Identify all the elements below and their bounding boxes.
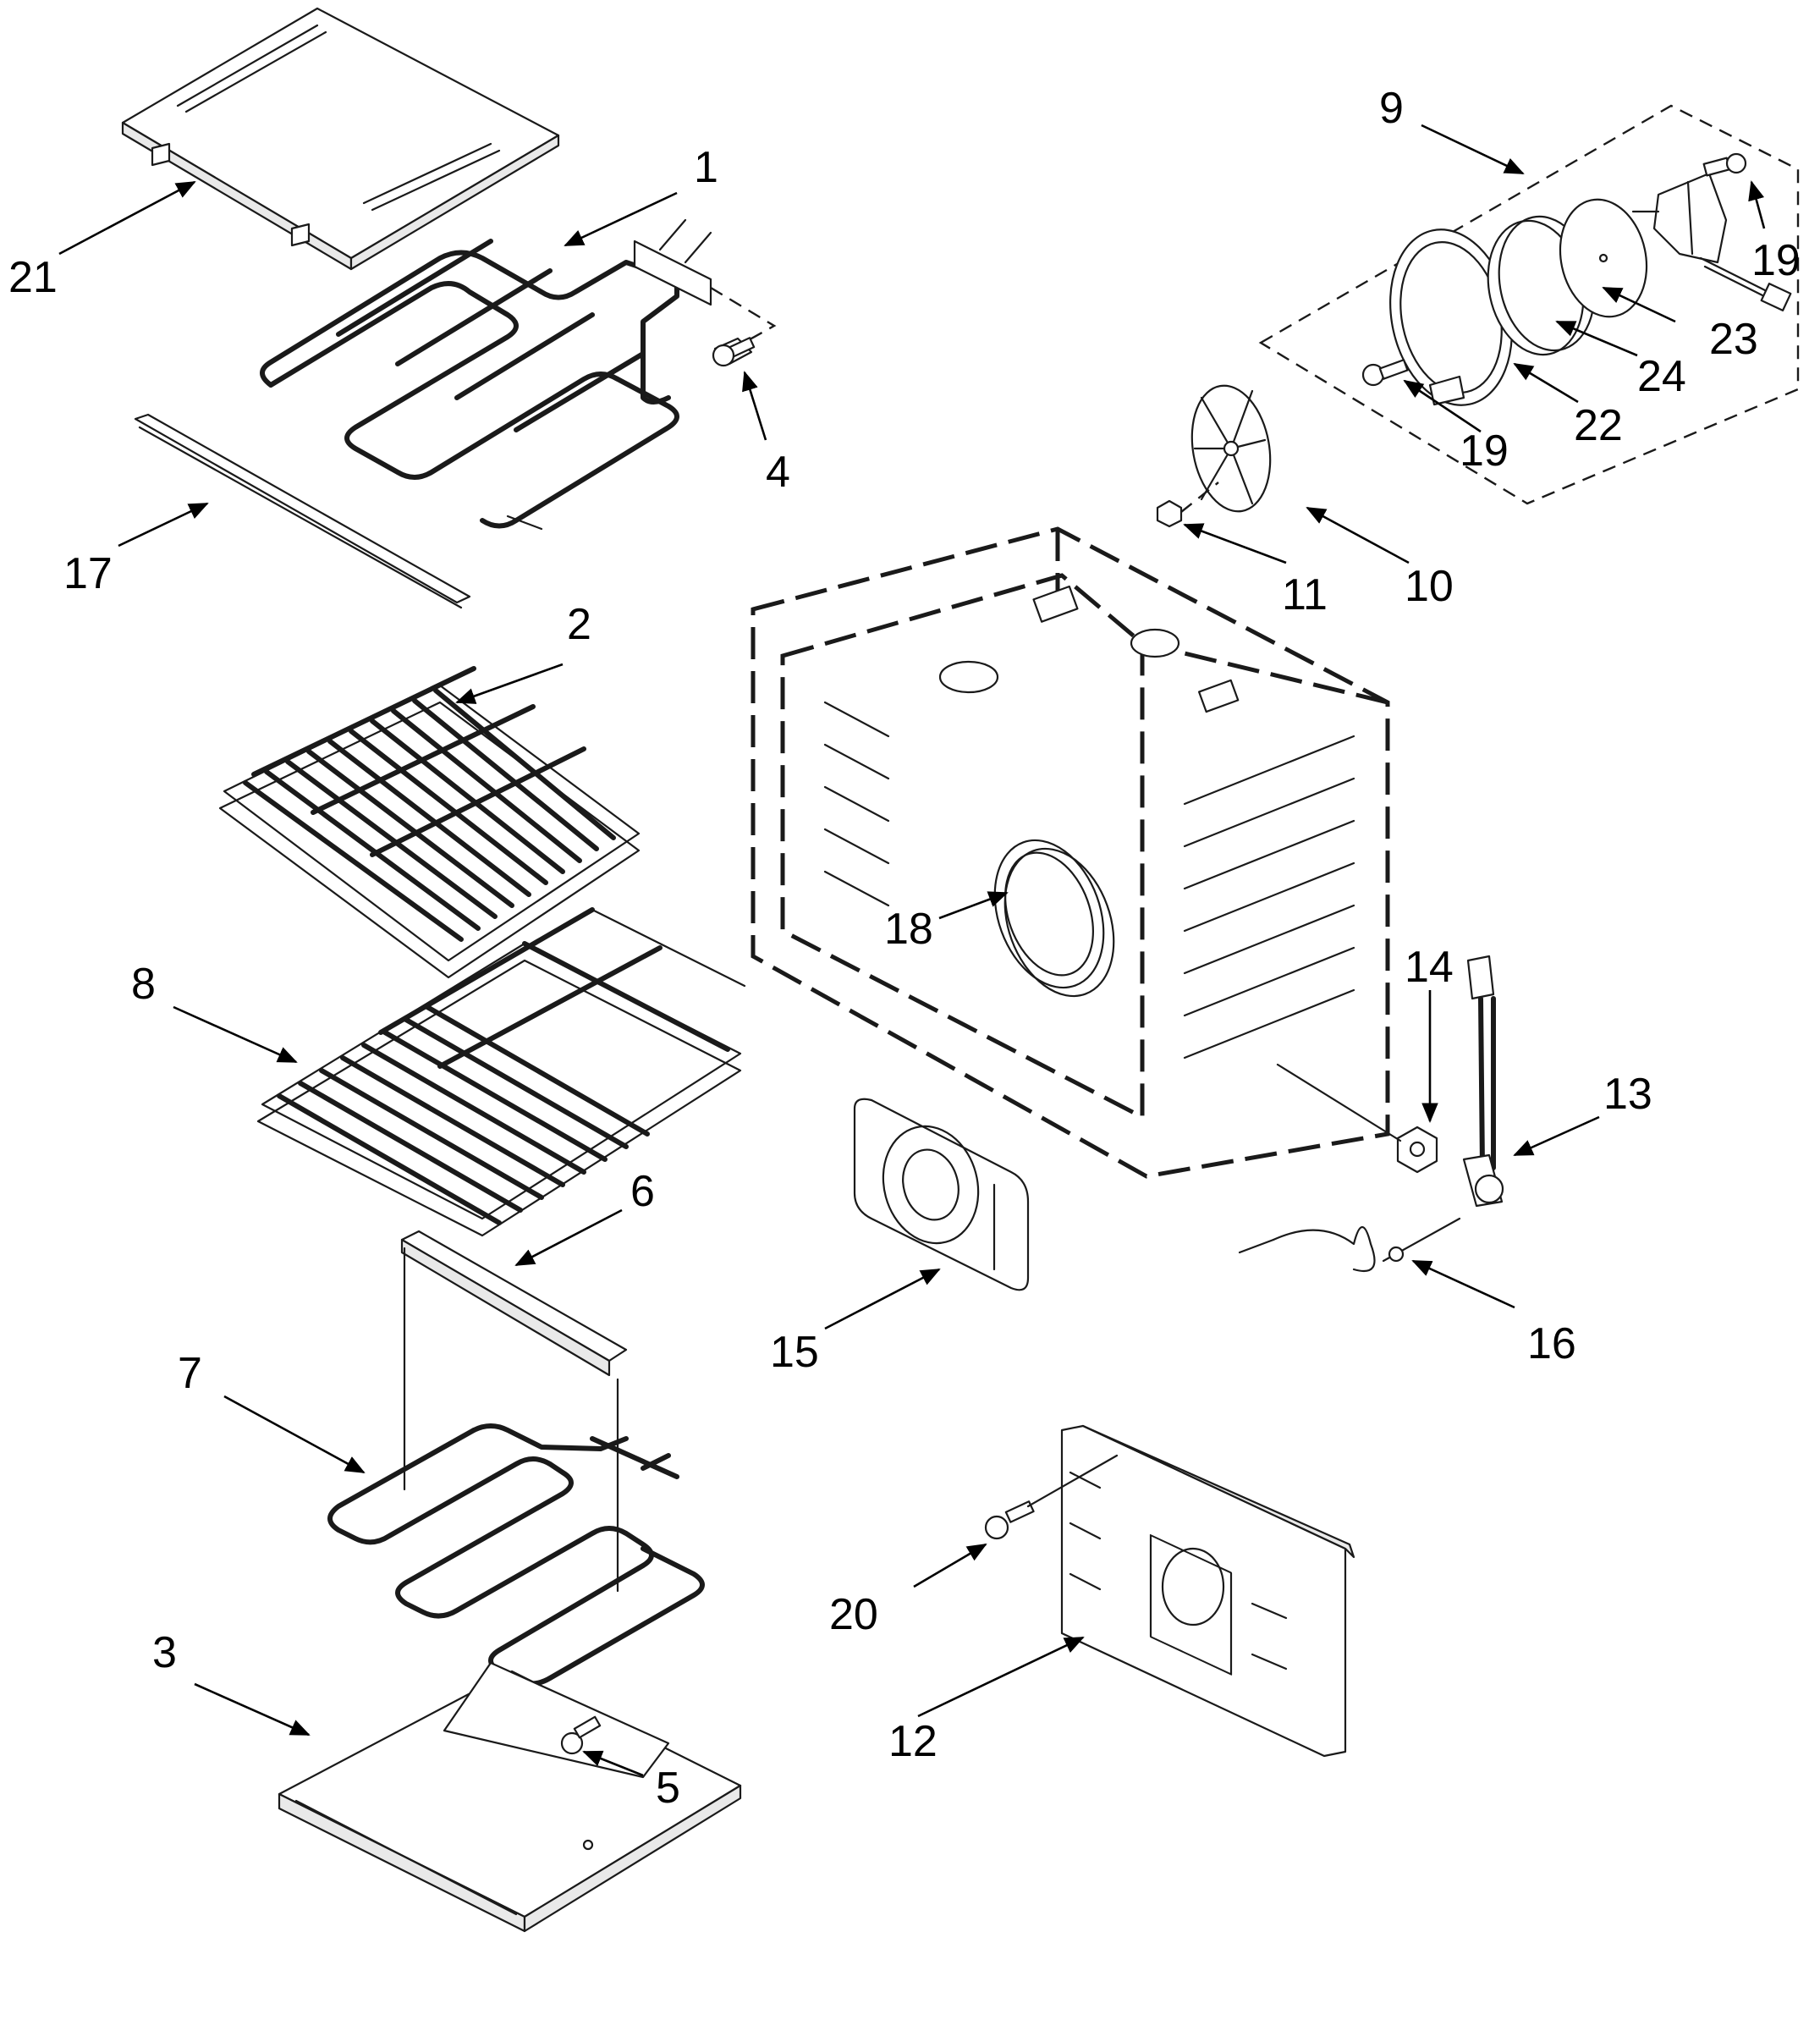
callout-9: 9 — [1379, 84, 1404, 133]
part-4-screw[interactable] — [712, 337, 756, 367]
callout-2: 2 — [567, 600, 591, 649]
part-17-bracket[interactable] — [134, 413, 471, 609]
callout-8: 8 — [131, 960, 156, 1009]
part-20-screw[interactable] — [984, 1454, 1119, 1540]
part-1-broil-element[interactable] — [260, 218, 712, 531]
part-11-nut[interactable] — [1156, 482, 1219, 528]
part-3-bottom-panel[interactable] — [278, 1661, 742, 1933]
leader-lines — [58, 124, 1766, 1777]
part-19-screw-lower[interactable] — [1361, 359, 1409, 387]
part-18-convection-ring[interactable] — [976, 825, 1133, 1011]
callout-10: 10 — [1405, 562, 1454, 611]
callout-11: 11 — [1282, 570, 1328, 619]
part-22-mount-plate[interactable] — [1375, 218, 1528, 417]
part-23-insulation-disc[interactable] — [1550, 191, 1658, 325]
part-8-rollout-rack[interactable] — [256, 907, 746, 1237]
callout-16: 16 — [1527, 1319, 1576, 1368]
callout-17: 17 — [63, 549, 113, 598]
callout-3: 3 — [152, 1628, 177, 1677]
callout-12: 12 — [888, 1717, 937, 1766]
callout-19-lower: 19 — [1460, 427, 1509, 476]
callout-4: 4 — [766, 448, 790, 497]
callout-1: 1 — [694, 143, 718, 192]
part-16-sensor-probe[interactable] — [1238, 1217, 1461, 1273]
part-9-fan-motor-assembly[interactable] — [1258, 104, 1800, 505]
convection-fan-motor[interactable] — [1631, 172, 1792, 311]
callout-13: 13 — [1603, 1070, 1652, 1119]
callout-6: 6 — [630, 1167, 655, 1216]
callout-20: 20 — [829, 1590, 878, 1639]
part-21-top-shield[interactable] — [121, 7, 560, 271]
callout-19-upper: 19 — [1751, 236, 1801, 285]
callout-24: 24 — [1637, 352, 1686, 401]
part-2-oven-rack[interactable] — [218, 666, 641, 979]
oven-cavity — [751, 526, 1390, 1179]
callout-15: 15 — [770, 1328, 819, 1377]
callout-14: 14 — [1405, 943, 1454, 992]
part-15-fan-cover[interactable] — [853, 1098, 1030, 1291]
part-7-bake-element[interactable] — [327, 1378, 705, 1687]
callout-18: 18 — [884, 905, 933, 954]
callout-5: 5 — [656, 1764, 680, 1813]
part-6-element-shield[interactable] — [400, 1230, 628, 1491]
callout-22: 22 — [1574, 401, 1623, 450]
part-10-fan-blade[interactable] — [1183, 379, 1280, 517]
part-19-screw-upper[interactable] — [1702, 152, 1747, 177]
callout-21: 21 — [8, 253, 58, 302]
part-14-nut[interactable] — [1276, 1063, 1438, 1174]
part-12-rear-panel[interactable] — [1060, 1424, 1355, 1758]
callout-23: 23 — [1709, 315, 1758, 364]
callout-labels: 1 2 3 4 5 6 7 8 9 10 11 12 13 14 15 16 1… — [8, 84, 1801, 1813]
part-13-door-latch[interactable] — [1462, 955, 1504, 1208]
callout-7: 7 — [178, 1349, 202, 1398]
part-5-screw[interactable] — [560, 1715, 602, 1755]
